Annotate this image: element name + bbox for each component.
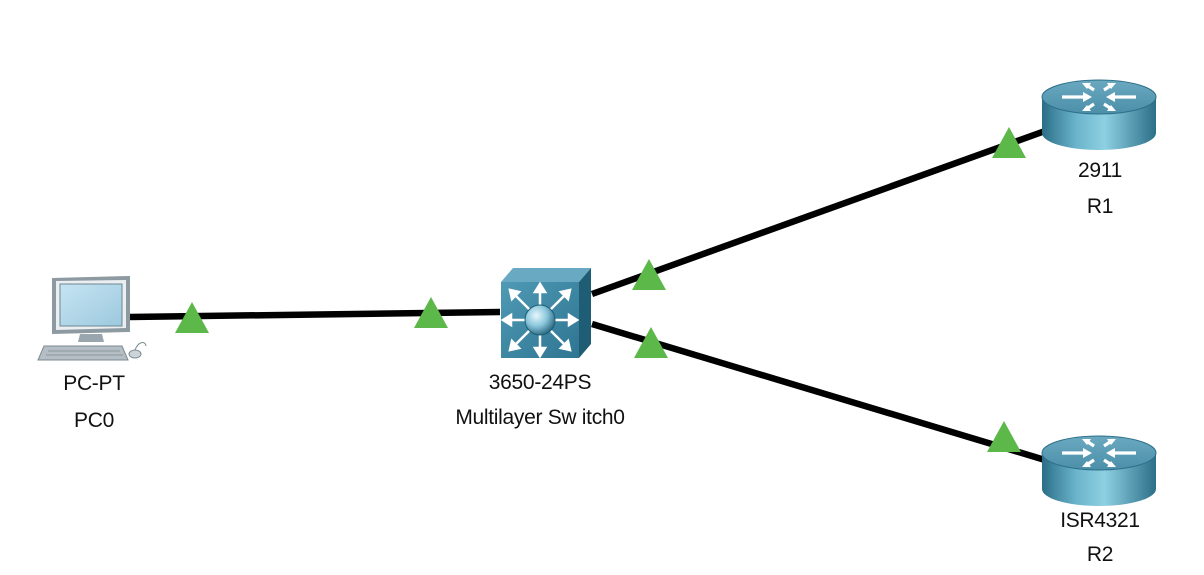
link-up-triangle	[634, 327, 668, 358]
link-up-triangle	[632, 259, 666, 290]
link-up-triangle	[175, 302, 209, 333]
sw0-model-label: 3650-24PS	[488, 371, 592, 394]
r1-name-label: R1	[1086, 195, 1114, 218]
router-icon	[1041, 79, 1157, 150]
device-r2[interactable]	[1041, 435, 1157, 506]
device-r1[interactable]	[1041, 79, 1157, 150]
device-pc0[interactable]	[37, 276, 147, 361]
pc0-name-label: PC0	[74, 409, 114, 432]
r1-model-label: 2911	[1078, 159, 1122, 182]
link-up-triangle	[414, 297, 448, 328]
link-up-triangle	[992, 127, 1026, 158]
r2-name-label: R2	[1086, 543, 1114, 566]
device-sw0[interactable]	[500, 268, 591, 359]
pc-icon	[37, 276, 147, 361]
link-status-layer	[175, 127, 1026, 452]
link-sw0-r2[interactable]	[591, 320, 1046, 464]
router-icon	[1041, 435, 1157, 506]
r2-model-label: ISR4321	[1060, 509, 1140, 532]
link-up-triangle	[987, 421, 1021, 452]
link-sw0-r1[interactable]	[590, 127, 1047, 298]
sw0-name-label: Multilayer Sw itch0	[455, 406, 625, 429]
multilayer-switch-icon	[500, 268, 591, 359]
pc0-model-label: PC-PT	[63, 372, 125, 395]
